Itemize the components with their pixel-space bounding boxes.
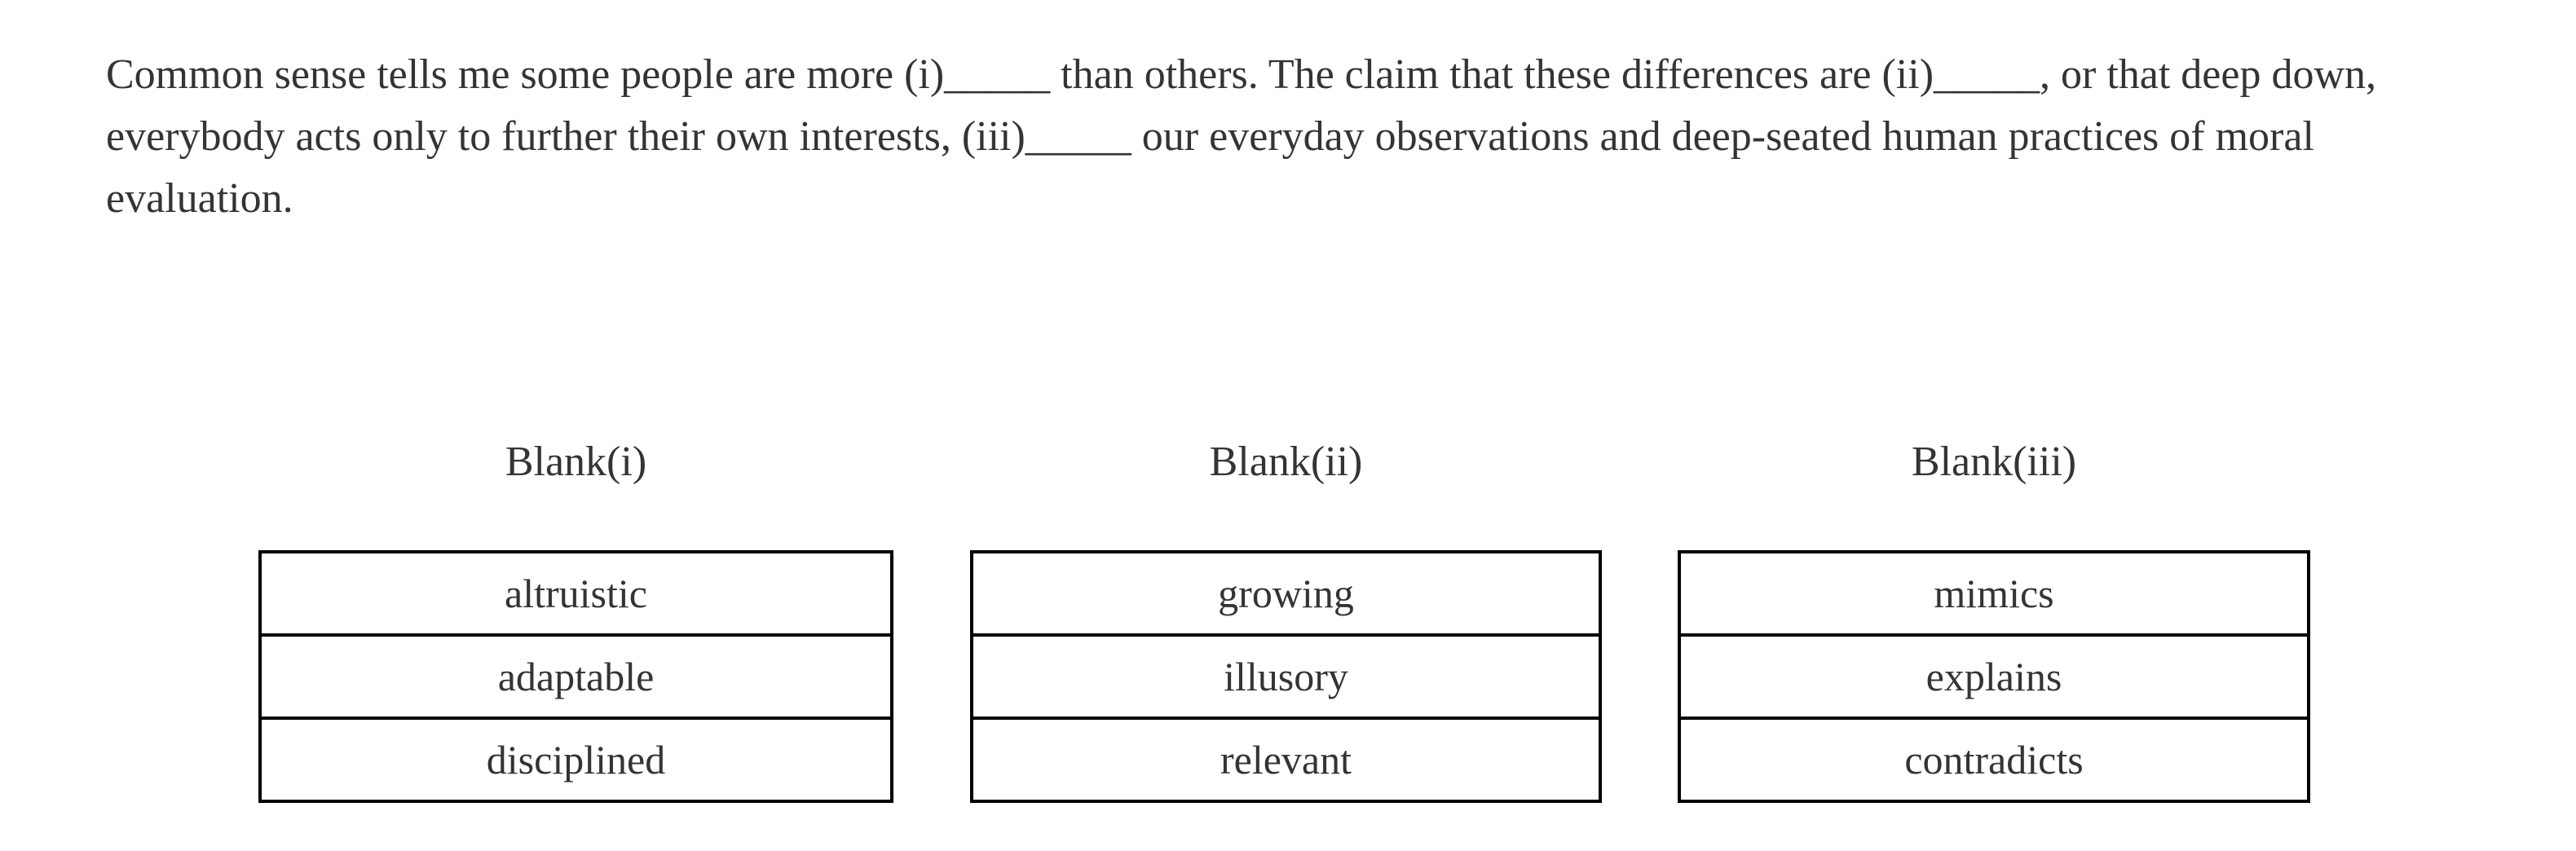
blank-i-choice-adaptable[interactable]: adaptable [262, 633, 890, 717]
blank-ii-label: Blank(ii) [1209, 439, 1363, 485]
passage-line-3: evaluation. [106, 175, 293, 222]
blank-iii-label: Blank(iii) [1911, 439, 2077, 485]
blank-iii-choice-table: mimics explains contradicts [1678, 550, 2310, 803]
blank-iii-choice-explains[interactable]: explains [1681, 633, 2307, 717]
question-passage: Common sense tells me some people are mo… [106, 44, 2478, 230]
blank-ii-choice-illusory[interactable]: illusory [973, 633, 1599, 717]
blank-iii-choice-contradicts[interactable]: contradicts [1681, 717, 2307, 800]
blank-i-choice-disciplined[interactable]: disciplined [262, 717, 890, 800]
blank-i-choice-table: altruistic adaptable disciplined [258, 550, 893, 803]
passage-line-1: Common sense tells me some people are mo… [106, 51, 2377, 98]
blank-ii-choice-table: growing illusory relevant [970, 550, 1602, 803]
blank-ii-choice-relevant[interactable]: relevant [973, 717, 1599, 800]
blank-i-choice-altruistic[interactable]: altruistic [505, 571, 647, 616]
blank-iii-choice-mimics[interactable]: mimics [1934, 571, 2054, 616]
blank-i-label: Blank(i) [505, 439, 647, 485]
passage-line-2: everybody acts only to further their own… [106, 113, 2314, 160]
blank-ii-choice-growing[interactable]: growing [1218, 571, 1354, 616]
